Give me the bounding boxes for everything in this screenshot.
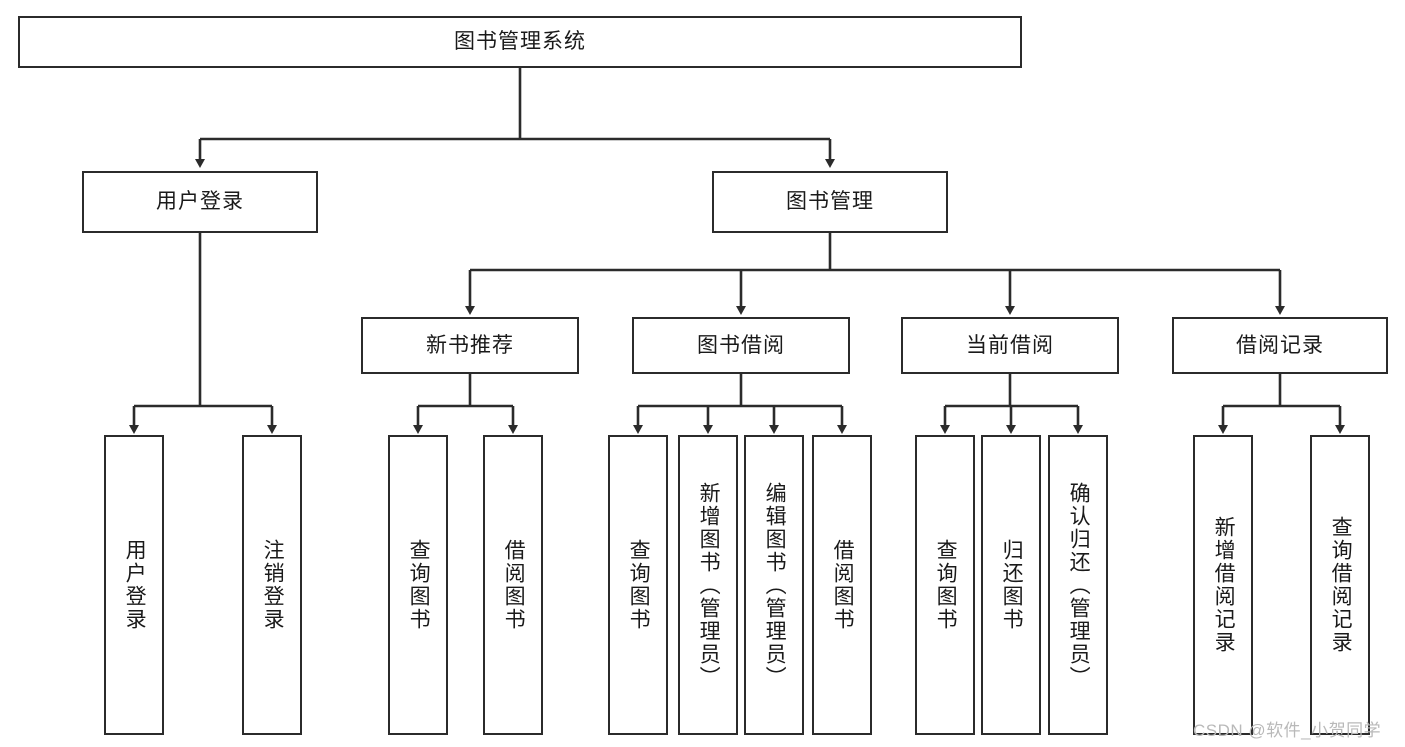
leaf-add-book-admin-label: 新增图书（管理员）: [697, 481, 721, 689]
leaf-query-book-cu[interactable]: 查询图书: [915, 435, 975, 735]
leaf-query-book-nb-label: 查询图书: [407, 539, 431, 631]
node-user-login-label: 用户登录: [156, 190, 244, 214]
leaf-edit-book-admin[interactable]: 编辑图书（管理员）: [744, 435, 804, 735]
leaf-borrow-book-nb[interactable]: 借阅图书: [483, 435, 543, 735]
node-book-management[interactable]: 图书管理: [712, 171, 948, 233]
leaf-user-login[interactable]: 用户登录: [104, 435, 164, 735]
node-current-borrow-label: 当前借阅: [966, 333, 1054, 357]
leaf-borrow-book-bo[interactable]: 借阅图书: [812, 435, 872, 735]
node-book-borrow[interactable]: 图书借阅: [632, 317, 850, 374]
leaf-add-borrow-record-label: 新增借阅记录: [1212, 516, 1236, 654]
node-root-label: 图书管理系统: [454, 30, 586, 54]
leaf-return-book-label: 归还图书: [1000, 539, 1024, 631]
csdn-watermark: CSDN @软件_小贺同学: [1193, 721, 1382, 740]
node-user-login[interactable]: 用户登录: [82, 171, 318, 233]
leaf-confirm-return-admin-label: 确认归还（管理员）: [1067, 481, 1091, 689]
leaf-query-book-bo[interactable]: 查询图书: [608, 435, 668, 735]
leaf-add-borrow-record[interactable]: 新增借阅记录: [1193, 435, 1253, 735]
node-current-borrow[interactable]: 当前借阅: [901, 317, 1119, 374]
leaf-query-borrow-record[interactable]: 查询借阅记录: [1310, 435, 1370, 735]
node-root[interactable]: 图书管理系统: [18, 16, 1022, 68]
leaf-return-book[interactable]: 归还图书: [981, 435, 1041, 735]
leaf-borrow-book-bo-label: 借阅图书: [831, 539, 855, 631]
leaf-logout[interactable]: 注销登录: [242, 435, 302, 735]
node-book-borrow-label: 图书借阅: [697, 333, 785, 357]
node-borrow-records-label: 借阅记录: [1236, 333, 1324, 357]
leaf-query-book-cu-label: 查询图书: [934, 539, 958, 631]
node-book-management-label: 图书管理: [786, 190, 874, 214]
leaf-query-borrow-record-label: 查询借阅记录: [1329, 516, 1353, 654]
node-borrow-records[interactable]: 借阅记录: [1172, 317, 1388, 374]
leaf-query-book-bo-label: 查询图书: [627, 539, 651, 631]
node-new-book-recommend-label: 新书推荐: [426, 333, 514, 357]
node-new-book-recommend[interactable]: 新书推荐: [361, 317, 579, 374]
leaf-edit-book-admin-label: 编辑图书（管理员）: [763, 481, 787, 689]
leaf-query-book-nb[interactable]: 查询图书: [388, 435, 448, 735]
leaf-user-login-label: 用户登录: [123, 539, 147, 631]
leaf-borrow-book-nb-label: 借阅图书: [502, 539, 526, 631]
leaf-logout-label: 注销登录: [261, 539, 285, 631]
leaf-confirm-return-admin[interactable]: 确认归还（管理员）: [1048, 435, 1108, 735]
leaf-add-book-admin[interactable]: 新增图书（管理员）: [678, 435, 738, 735]
